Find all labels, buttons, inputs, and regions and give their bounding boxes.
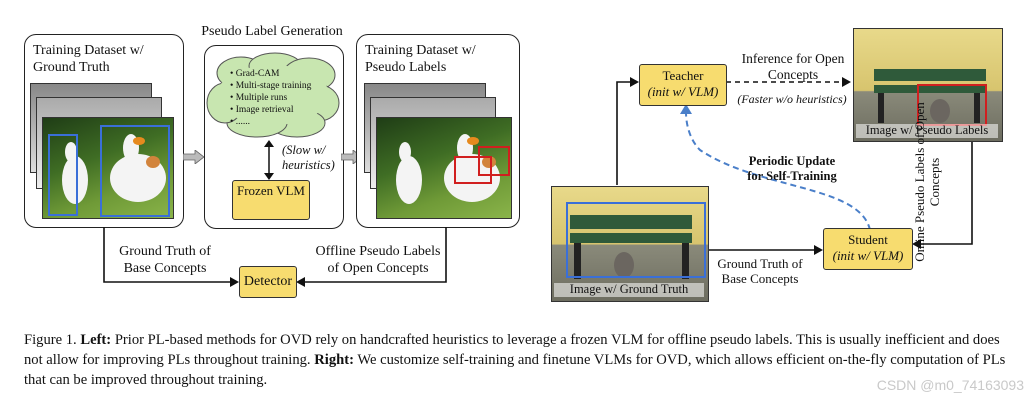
slow-heuristics-note: (Slow w/ heuristics) (282, 143, 342, 173)
image-gt-label-bg (554, 283, 704, 297)
gt-base-concepts-right: Ground Truth of Base Concepts (717, 256, 803, 286)
detector-label: Detector (243, 274, 293, 289)
gt-box-bench (566, 202, 706, 278)
student-label: Student (848, 232, 888, 247)
offline-pseudo-labels: Offline Pseudo Labels of Open Concepts (315, 244, 441, 276)
student-init: (init w/ VLM) (832, 248, 904, 263)
slow-note-text: (Slow w/ heuristics) (282, 143, 335, 172)
inference-open-concepts: Inference for Open Concepts (741, 51, 845, 82)
periodic-update-label: Periodic Update for Self-Training (747, 154, 837, 183)
image-pl-label-bg (856, 124, 998, 138)
teacher-box: Teacher (init w/ VLM) (639, 64, 727, 106)
bench-illustration (874, 69, 986, 123)
heuristic-item: Multiple runs (230, 92, 311, 104)
training-dataset-gt-title: Training Dataset w/ Ground Truth (33, 43, 144, 75)
online-pseudo-labels: Online Pseudo Labels of Open Concepts (912, 102, 942, 262)
left-connectors (103, 227, 447, 287)
image-ground-truth-caption: Image w/ Ground Truth (569, 282, 689, 296)
gt-box-goose-2 (100, 125, 170, 217)
right-connectors (616, 77, 973, 255)
pseudo-label-generation-title: Pseudo Label Generation (201, 24, 343, 39)
double-arrow-cloud-vlm (264, 140, 274, 180)
caption-right-head: Right: (314, 352, 354, 368)
frozen-vlm-box: Frozen VLM (232, 180, 310, 220)
bench-illustration-gt (570, 215, 692, 279)
heuristics-list: Grad-CAM Multi-stage training Multiple r… (230, 68, 312, 128)
pl-box-2 (478, 146, 510, 176)
figure-caption: Figure 1. Left: Prior PL-based methods f… (24, 330, 1014, 390)
heuristic-item: Multi-stage training (230, 80, 312, 92)
teacher-init: (init w/ VLM) (647, 84, 719, 99)
goose-photo-pl (376, 117, 512, 219)
arrow-gt-to-generation (183, 150, 205, 164)
student-box: Student (init w/ VLM) (823, 228, 913, 270)
caption-left-text: Prior PL-based methods for OVD rely on h… (24, 332, 1000, 368)
online-pseudo-labels-text: Online Pseudo Labels of Open Concepts (912, 102, 942, 262)
detector-box: Detector (239, 266, 297, 298)
gt-base-concepts-left: Ground Truth of Base Concepts (119, 244, 211, 276)
teacher-label: Teacher (662, 68, 704, 83)
image-pseudo-labels-caption: Image w/ Pseudo Labels (865, 123, 989, 137)
goose-illustration-pl (396, 134, 500, 204)
heuristic-item: Grad-CAM (230, 68, 311, 80)
heuristic-item: ...... (230, 116, 311, 128)
faster-note: (Faster w/o heuristics) (737, 92, 847, 106)
caption-left-head: Left: (80, 332, 112, 348)
csdn-watermark: CSDN @m0_74163093 (876, 377, 1024, 393)
frozen-vlm-label: Frozen VLM (236, 183, 305, 198)
bench-photo-gt (551, 186, 709, 302)
gt-box-goose-1 (48, 134, 78, 216)
heuristic-item: Image retrieval (230, 104, 311, 116)
training-dataset-pl-title: Training Dataset w/ Pseudo Labels (365, 43, 476, 75)
caption-right-text: We customize self-training and finetune … (24, 352, 1006, 388)
goose-illustration (62, 134, 166, 204)
pl-box-1 (454, 156, 492, 184)
caption-fig-number: Figure 1. (24, 332, 77, 348)
